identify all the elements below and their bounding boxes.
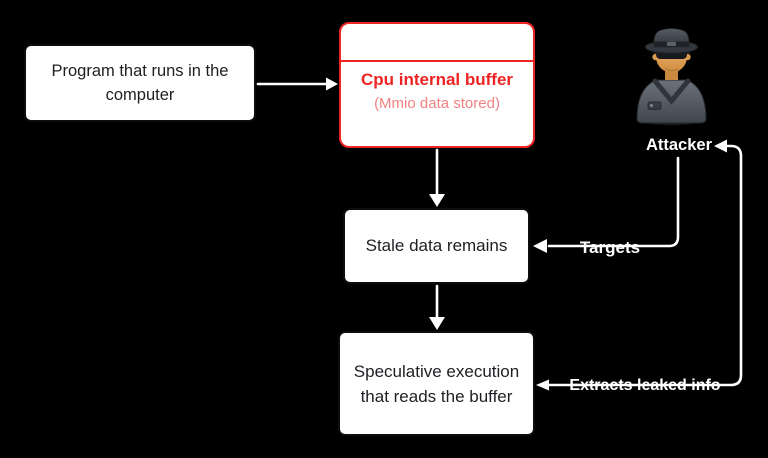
node-program-label-line1: Program that runs in the bbox=[51, 62, 229, 80]
node-cpu-buffer-title: Cpu internal buffer bbox=[360, 70, 514, 89]
node-speculative-execution: Speculative execution that reads the buf… bbox=[338, 331, 535, 436]
edge-extracts-info bbox=[544, 144, 743, 387]
edge-cpu-to-stale-arrowhead bbox=[429, 194, 445, 207]
node-cpu-buffer-body: Cpu internal buffer (Mmio data stored) bbox=[341, 62, 533, 111]
node-stale-data-label: Stale data remains bbox=[365, 236, 508, 255]
edge-stale-to-spec-arrowhead bbox=[429, 317, 445, 330]
node-speculative-label-line1: Speculative execution bbox=[353, 361, 520, 381]
node-program: Program that runs in the computer bbox=[24, 44, 256, 122]
edge-program-to-cpu-arrowhead bbox=[326, 77, 338, 91]
attacker-label: Attacker bbox=[645, 136, 713, 154]
node-speculative-label-line2: that reads the buffer bbox=[360, 386, 513, 406]
node-cpu-buffer: Cpu internal buffer (Mmio data stored) bbox=[339, 22, 535, 148]
node-program-label-line2: computer bbox=[105, 86, 175, 104]
node-cpu-buffer-header bbox=[341, 24, 533, 62]
spy-icon bbox=[636, 28, 707, 125]
extracts-edge-label: Extracts leaked info bbox=[569, 377, 721, 394]
edge-attacker-targets bbox=[547, 156, 680, 248]
node-stale-data: Stale data remains bbox=[343, 208, 530, 284]
targets-edge-label: Targets bbox=[579, 238, 641, 257]
node-cpu-buffer-subtitle: (Mmio data stored) bbox=[374, 95, 500, 112]
edge-extracts-info-tail-arrowhead bbox=[536, 379, 549, 391]
